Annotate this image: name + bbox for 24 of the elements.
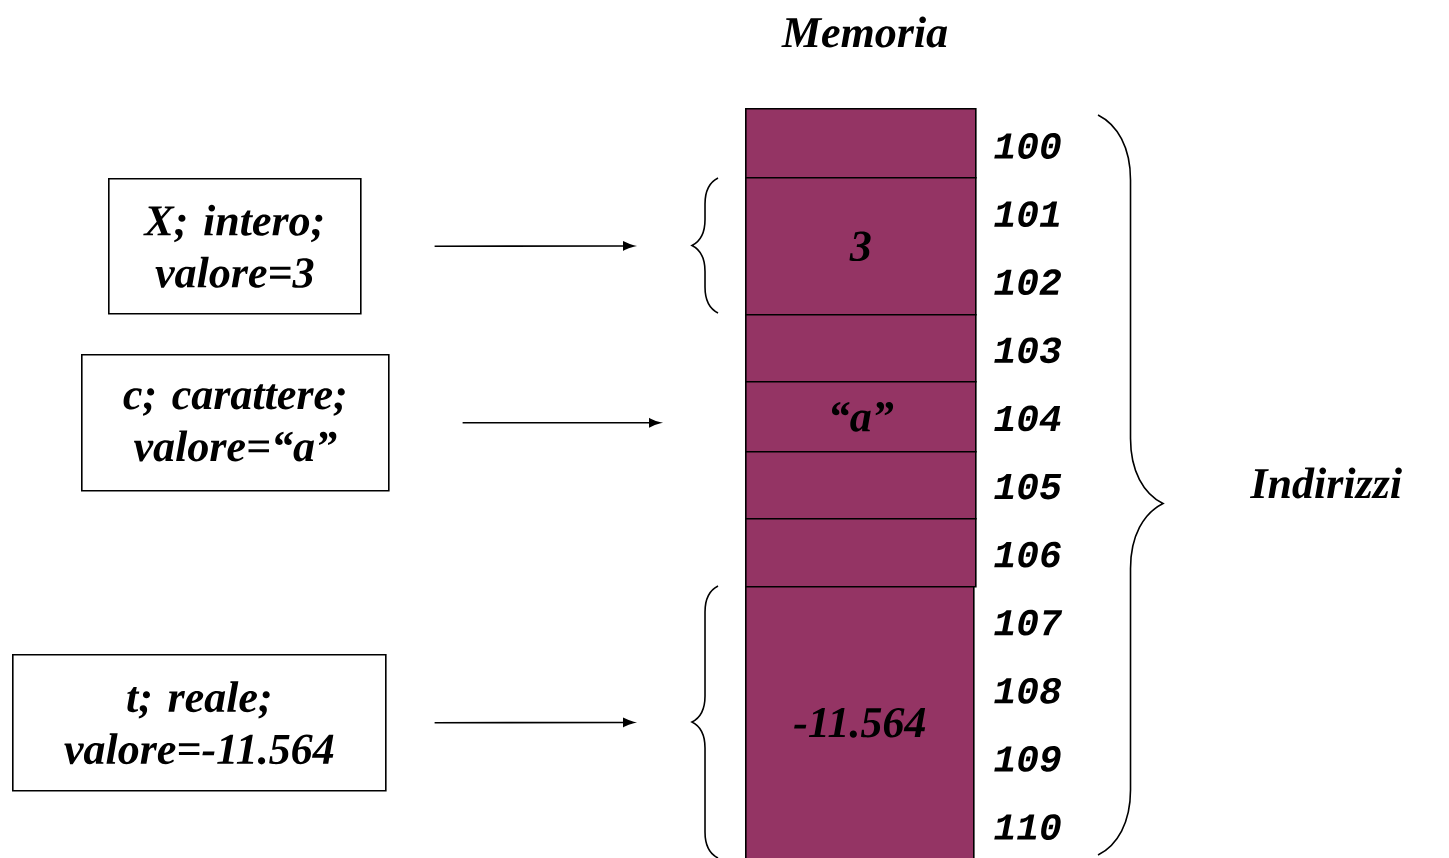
- address-label: 102: [994, 269, 1061, 296]
- brace-label: Indirizzi: [1250, 467, 1402, 499]
- address-label: 106: [994, 541, 1061, 568]
- address-label: 107: [994, 609, 1063, 636]
- memory-cell: [745, 451, 977, 520]
- arrow: [461, 418, 661, 428]
- address-label: 105: [994, 473, 1062, 500]
- variable-box: t; reale; valore=-11.564: [12, 654, 387, 792]
- address-label: 103: [994, 337, 1062, 364]
- title: Memoria: [781, 16, 948, 48]
- address-label: 100: [994, 133, 1061, 159]
- memory-cell: “a”: [745, 381, 977, 453]
- memory-cell: [745, 518, 977, 588]
- arrow: [433, 718, 635, 727]
- variable-box: c; carattere; valore=“a”: [81, 354, 390, 492]
- brace: [691, 585, 719, 858]
- address-label: 108: [994, 677, 1061, 704]
- brace: [691, 177, 719, 314]
- memory-cell: [745, 108, 977, 179]
- memory-cell: [745, 314, 977, 383]
- variable-box: X; intero; valore=3: [108, 178, 362, 315]
- address-label: 101: [994, 201, 1059, 227]
- address-label: 104: [994, 405, 1061, 432]
- arrow: [433, 241, 635, 251]
